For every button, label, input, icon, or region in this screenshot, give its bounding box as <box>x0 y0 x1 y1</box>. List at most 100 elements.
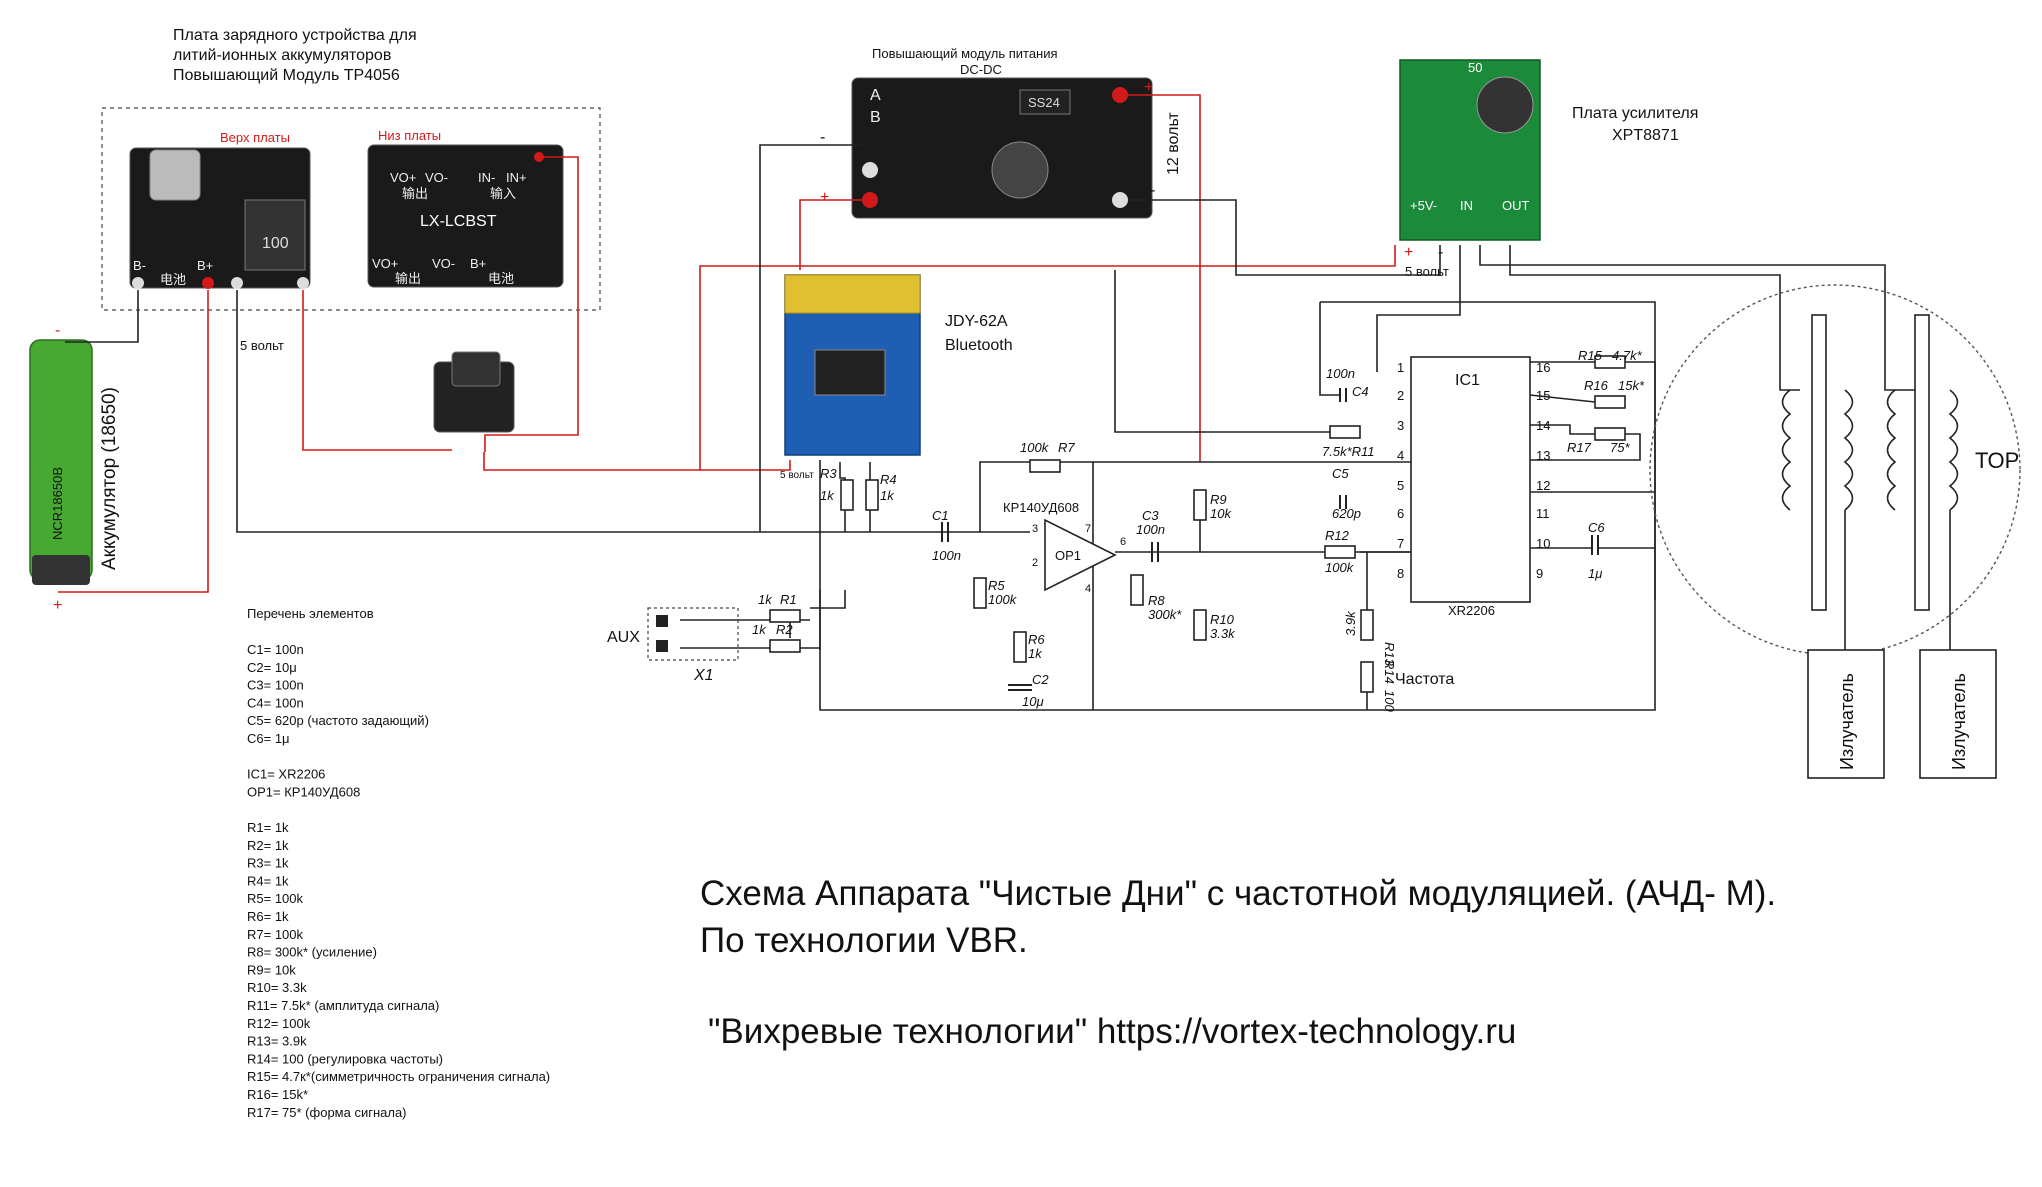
resistor-r3 <box>840 479 854 511</box>
bom-line: R11= 7.5k* (амплитуда сигнала) <box>247 998 439 1013</box>
dcdc-out-plus-sign: + <box>1144 79 1153 96</box>
amp-title-2: XPT8871 <box>1612 127 1679 144</box>
ic1-right-pins: 16 15 14 13 12 11 10 9 <box>1536 360 1550 581</box>
resistor-r2 <box>769 639 801 653</box>
r16-ref: R16 <box>1584 378 1609 393</box>
bom-line: R15= 4.7к*(симметричность ограничения си… <box>247 1069 550 1084</box>
charger-top-label: Верх платы <box>220 130 290 145</box>
c6-val: 1μ <box>1588 566 1602 581</box>
r12-val: 100k <box>1325 560 1355 575</box>
resistor-r9 <box>1193 489 1207 521</box>
r15-val: 4.7k* <box>1612 348 1643 363</box>
ic1-xr2206: IC1 XR2206 1 2 3 4 5 6 7 8 16 15 14 13 1… <box>1360 356 1655 618</box>
ic1-pin-9: 9 <box>1536 566 1543 581</box>
r1-ref: R1 <box>780 592 797 607</box>
bom-line: R2= 1k <box>247 838 289 853</box>
r10-val: 3.3k <box>1210 626 1236 641</box>
passive-components: 1k R1 1k R2 R3 1k R4 1k C1 100n 100k R7 … <box>752 348 1656 712</box>
bom-line: R9= 10k <box>247 962 296 977</box>
toroid-outline <box>1649 284 2021 656</box>
charger-pin-bminus: B- <box>133 258 146 273</box>
battery-plus-sign: + <box>53 597 62 614</box>
r5-val: 100k <box>988 592 1018 607</box>
wire-ground-main <box>236 290 760 533</box>
resistor-r7 <box>1029 459 1061 473</box>
ic1-pin-3: 3 <box>1397 418 1404 433</box>
resistor-r10 <box>1193 609 1207 641</box>
rocker-switch <box>433 351 515 433</box>
op-amp-triangle <box>1044 518 1117 592</box>
ss24-chip <box>1019 89 1071 115</box>
aux-frame <box>647 607 739 661</box>
bom-line: C6= 1μ <box>247 731 290 746</box>
r17-ref: R17 <box>1567 440 1592 455</box>
op-amp: OP1 КР140УД608 3 2 7 6 4 <box>1003 500 1126 595</box>
battery-minus-sign: - <box>55 322 60 339</box>
toroid-core-1 <box>1811 314 1827 611</box>
c2-ref: C2 <box>1032 672 1049 687</box>
aux-ref: X1 <box>693 667 714 684</box>
resistor-r4 <box>865 479 879 511</box>
charger-cn-battery: 电池 <box>160 272 186 287</box>
ic1-part: XR2206 <box>1448 603 1495 618</box>
dcdc-pad-in-minus <box>862 162 878 178</box>
r6-ref: R6 <box>1028 632 1045 647</box>
charger-dashed-frame <box>101 107 601 311</box>
coil-1b <box>1843 389 1854 511</box>
ss24-label: SS24 <box>1028 95 1060 110</box>
ic1-pin-12: 12 <box>1536 478 1550 493</box>
resistor-r1 <box>769 609 801 623</box>
dcdc-plus-sign: + <box>820 189 829 206</box>
bottom-cn-out-2: 输出 <box>395 271 421 286</box>
r2-ref: R2 <box>776 622 793 637</box>
charger-module: Плата зарядного устройства для литий-ион… <box>101 27 601 353</box>
ic1-left-pins: 1 2 3 4 5 6 7 8 <box>1397 360 1404 581</box>
ic1-pin-15: 15 <box>1536 388 1550 403</box>
r16-val: 15k* <box>1618 378 1645 393</box>
wire-r16 <box>1529 394 1596 403</box>
aux-label: AUX <box>607 629 640 646</box>
resistor-r16 <box>1594 395 1626 409</box>
r11-label: 7.5k*R11 <box>1322 444 1375 459</box>
coil-2b <box>1948 389 1959 511</box>
r14-ref: R14 <box>1382 660 1397 684</box>
dcdc-title-1: Повышающий модуль питания <box>872 46 1058 61</box>
bluetooth-module: JDY-62A Bluetooth 5 вольт <box>780 274 1013 481</box>
wire-5v-bt <box>700 460 791 471</box>
emitter-1-label: Излучатель <box>1837 673 1857 770</box>
dcdc-coil <box>991 141 1049 199</box>
r17-val: 75* <box>1610 440 1630 455</box>
bom-line: C3= 100n <box>247 678 304 693</box>
bt-title-2: Bluetooth <box>945 337 1013 354</box>
r8-val: 300k* <box>1148 607 1182 622</box>
bom-line: C4= 100n <box>247 695 304 710</box>
ic1-pin-14: 14 <box>1536 418 1550 433</box>
bom-line: R1= 1k <box>247 820 289 835</box>
bom-line: C1= 100n <box>247 642 304 657</box>
bottom-pin-vominus-2: VO- <box>432 256 455 271</box>
bom-line: R10= 3.3k <box>247 980 307 995</box>
wire-dcdc-in-plus <box>799 199 870 270</box>
bottom-pin-voplus-2: VO+ <box>372 256 398 271</box>
c1-ref: C1 <box>932 508 949 523</box>
wire-r15-right <box>1625 361 1656 600</box>
pad-out-plus <box>297 277 309 289</box>
ic1-pin-7: 7 <box>1397 536 1404 551</box>
coil-2a <box>1886 389 1897 511</box>
caption: Схема Аппарата "Чистые Дни" с частотной … <box>700 874 1776 1051</box>
bom-line: R4= 1k <box>247 873 289 888</box>
wire-r17 <box>1530 424 1595 435</box>
dcdc-label-b: B <box>870 109 881 126</box>
r12-ref: R12 <box>1325 528 1350 543</box>
battery-label: Аккумулятор (18650) <box>99 387 120 570</box>
r13-ref: R13 <box>1382 642 1397 667</box>
usb-c-connector <box>149 149 201 201</box>
bottom-pad-inplus <box>534 152 544 162</box>
dcdc-pad-out-minus <box>1112 192 1128 208</box>
aux-jack: AUX X1 <box>607 607 739 684</box>
resistor-r14 <box>1360 661 1374 693</box>
c3-ref: C3 <box>1142 508 1159 523</box>
wire-dcdc-in-minus <box>759 144 862 532</box>
bom-line: R12= 100k <box>247 1016 311 1031</box>
